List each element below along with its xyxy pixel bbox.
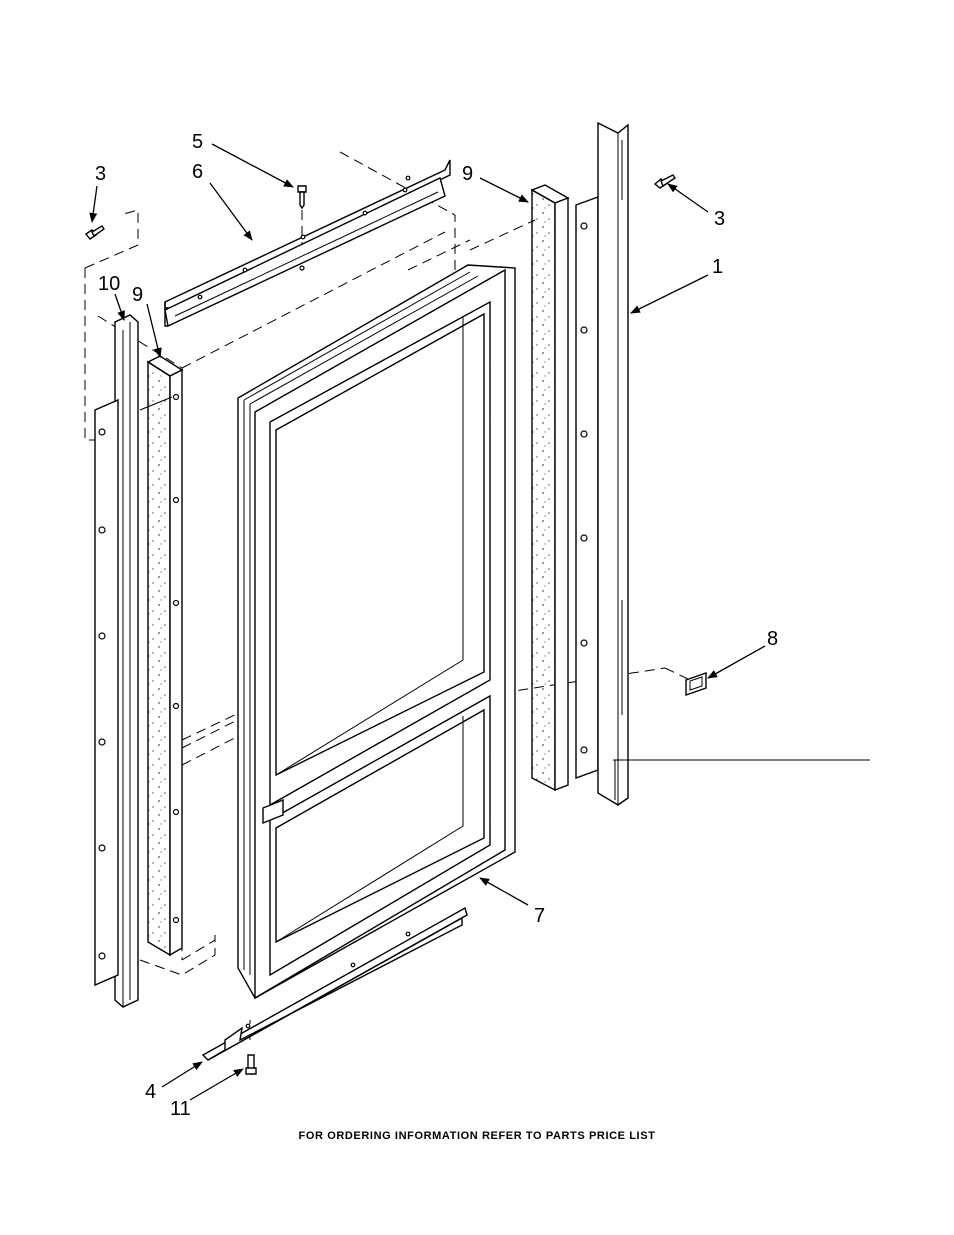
left-foam-strip-part-9	[140, 356, 182, 955]
callout-9-right: 9	[462, 163, 473, 185]
callout-1: 1	[712, 256, 723, 278]
callout-7: 7	[534, 905, 545, 927]
callout-11: 11	[170, 1098, 191, 1120]
screw-part-3-left	[86, 226, 104, 239]
callout-6: 6	[192, 161, 203, 183]
callout-3-left: 3	[95, 163, 106, 185]
screw-part-11	[246, 1055, 256, 1074]
right-strip-part-1	[576, 123, 628, 805]
callout-4: 4	[145, 1081, 156, 1103]
callout-10: 10	[98, 273, 120, 295]
plug-part-8	[686, 673, 706, 695]
callout-9-left: 9	[132, 284, 143, 306]
callout-8: 8	[767, 628, 778, 650]
left-strip-part-10	[95, 315, 138, 1007]
footer-note: FOR ORDERING INFORMATION REFER TO PARTS …	[0, 1130, 954, 1142]
gasket-frame-part-7	[238, 265, 515, 998]
right-foam-strip-part-9	[532, 185, 568, 790]
callout-3-right: 3	[714, 208, 725, 230]
callout-5: 5	[192, 131, 203, 153]
